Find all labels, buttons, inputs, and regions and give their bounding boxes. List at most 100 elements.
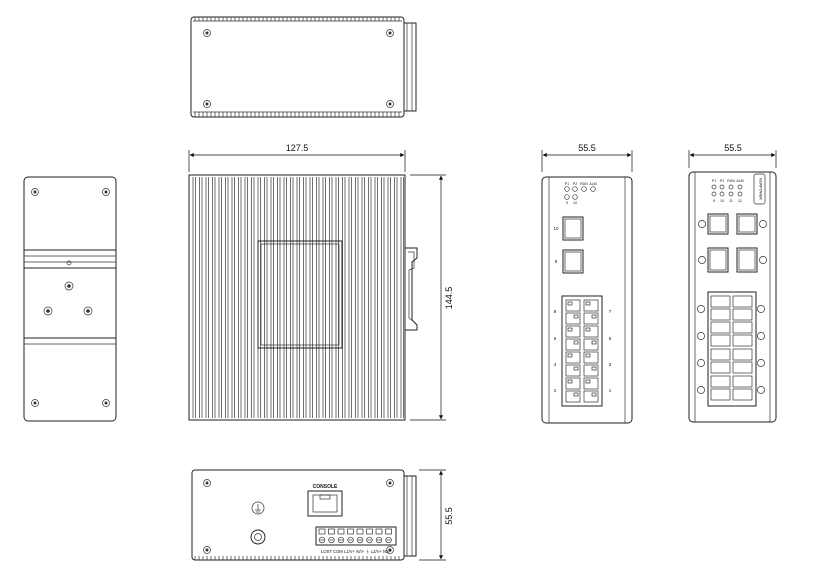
sfp-port-number: 9 — [555, 259, 558, 264]
bottom-view: CONSOLE LOST COM L1/V+ N/V- ⏚ L2/V+ N2/-… — [191, 469, 454, 561]
led-label: 9 — [713, 199, 715, 203]
dimension-label-alt-width: 55.5 — [724, 143, 742, 153]
screw-icon — [31, 188, 39, 196]
led-label: 10 — [573, 201, 577, 205]
led-label: P2 — [573, 182, 577, 186]
terminal-screw — [337, 528, 345, 544]
rj45-port — [565, 325, 581, 351]
front-view: P1 P2 RUN ALM 9 10 10 9 8 6 4 2 7 5 3 1 — [541, 143, 633, 424]
screw-icon — [386, 100, 394, 108]
port-number-marker — [757, 386, 765, 394]
power-jack — [250, 529, 266, 545]
rj45-port — [710, 321, 731, 347]
dimension-label-width: 127.5 — [286, 143, 309, 153]
port-number-marker — [697, 332, 705, 340]
sfp-port — [707, 213, 729, 235]
terminal-screw — [318, 528, 326, 544]
rj45-port — [710, 375, 731, 401]
screw-icon — [64, 281, 74, 291]
port-number-marker — [757, 359, 765, 367]
screw-icon — [203, 546, 211, 554]
port-number-marker — [759, 220, 767, 228]
rj45-port — [583, 325, 599, 351]
rj45-port — [732, 295, 753, 321]
rj45-port — [565, 299, 581, 325]
console-label: CONSOLE — [313, 484, 338, 490]
port-number: 4 — [554, 362, 557, 367]
port-number-marker — [759, 256, 767, 264]
rj45-port — [565, 377, 581, 403]
led-indicators: P1 P2 RUN ALM 9 10 11 12 — [711, 179, 744, 203]
port-number-marker — [697, 386, 705, 394]
sfp-port — [736, 213, 758, 235]
port-number: 6 — [554, 336, 557, 341]
port-number: 3 — [609, 362, 612, 367]
side-view: 127.5 144.5 — [188, 143, 454, 421]
terminal-screw — [385, 528, 392, 544]
led-label: RUN — [727, 179, 735, 183]
screw-icon — [203, 479, 211, 487]
sfp-port — [562, 216, 584, 241]
terminal-labels: LOST COM L1/V+ N/V- ⏚ L2/V+ N2/- — [321, 549, 392, 554]
rj45-port — [583, 377, 599, 403]
sfp-port — [562, 249, 584, 274]
dimension-label-height: 144.5 — [444, 287, 454, 310]
screw-icon — [203, 29, 211, 37]
port-number-marker — [697, 305, 705, 313]
terminal-screw — [347, 528, 354, 544]
port-number: 1 — [609, 388, 612, 393]
led-label: 10 — [720, 199, 724, 203]
screw-icon — [102, 399, 110, 407]
rj45-port — [732, 375, 753, 401]
terminal-screw — [356, 528, 364, 544]
terminal-block — [315, 526, 397, 546]
terminal-screw — [328, 528, 335, 544]
led-label: P2 — [720, 179, 724, 183]
led-label: P1 — [712, 179, 716, 183]
port-number-marker — [698, 256, 706, 264]
screw-icon — [43, 306, 53, 316]
port-number-marker — [757, 305, 765, 313]
led-label: 11 — [729, 199, 733, 203]
sfp-port — [707, 247, 729, 273]
port-number: 8 — [554, 309, 557, 314]
port-number-marker — [698, 220, 706, 228]
rj45-port — [583, 351, 599, 377]
rj45-port — [565, 351, 581, 377]
port-number-marker — [757, 332, 765, 340]
sfp-port — [736, 247, 758, 273]
terminal-screw — [375, 528, 383, 544]
led-label: ALM — [736, 179, 743, 183]
screw-icon — [386, 546, 394, 554]
ground-icon — [251, 501, 265, 515]
sfp-port-number: 10 — [553, 226, 559, 231]
screw-icon — [203, 100, 211, 108]
dimension-label-depth: 55.5 — [444, 507, 454, 525]
front-view-alt: P1 P2 RUN ALM 9 10 11 12 KEWPOWER 55.5 — [688, 143, 777, 423]
dimension-label-front-width: 55.5 — [578, 143, 596, 153]
screw-icon — [83, 306, 93, 316]
top-view — [190, 16, 417, 118]
screw-icon — [386, 29, 394, 37]
screw-icon — [386, 479, 394, 487]
led-label: RUN — [580, 182, 588, 186]
terminal-screw — [366, 528, 373, 544]
screw-icon — [31, 399, 39, 407]
port-number: 2 — [554, 388, 557, 393]
rj45-port — [710, 348, 731, 374]
led-label: 9 — [566, 201, 568, 205]
led-label: ALM — [589, 182, 596, 186]
led-label: 12 — [738, 199, 742, 203]
rj45-port — [732, 348, 753, 374]
rj45-port — [583, 299, 599, 325]
console-port — [307, 490, 343, 517]
rj45-port — [732, 321, 753, 347]
led-indicators: P1 P2 RUN ALM 9 10 — [564, 182, 597, 205]
rj45-port — [710, 295, 731, 321]
port-number-marker — [697, 359, 705, 367]
screw-icon — [102, 188, 110, 196]
logo: KEWPOWER — [753, 173, 766, 205]
led-label: P1 — [565, 182, 569, 186]
svg-text:KEWPOWER: KEWPOWER — [759, 178, 763, 200]
